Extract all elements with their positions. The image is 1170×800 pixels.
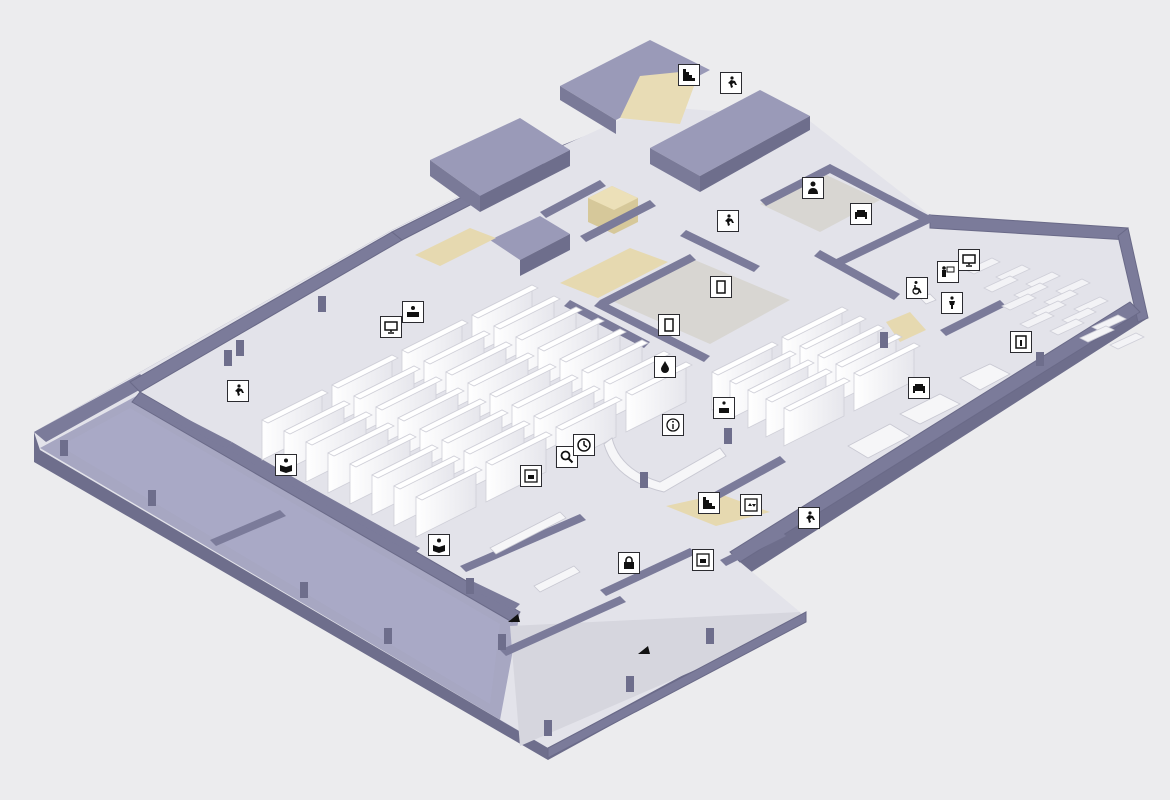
wheelchair-icon[interactable] [906,277,928,299]
service-desk-icon[interactable] [713,397,735,419]
computer-desks [965,257,1145,350]
lounge-furniture [489,293,1011,593]
sofa-icon[interactable] [850,203,872,225]
monitor-icon[interactable] [958,249,980,271]
bookshelves [261,284,921,538]
restroom-icon[interactable] [941,292,963,314]
emergency-exit-icon[interactable] [717,210,739,232]
info-icon[interactable] [1010,331,1032,353]
book-return-icon[interactable] [520,465,542,487]
presenter-icon[interactable] [937,261,959,283]
columns [60,296,1044,736]
water-drop-icon[interactable] [654,356,676,378]
entrance-arrow-icon[interactable] [638,646,650,654]
emergency-exit-icon[interactable] [798,507,820,529]
emergency-exit-icon[interactable] [227,380,249,402]
reception-counter [603,437,727,493]
room-blocks [430,40,810,276]
door-icon[interactable] [710,276,732,298]
search-icon[interactable] [556,446,578,468]
book-return-icon[interactable] [692,549,714,571]
interior-walls [164,164,1006,656]
info-circle-icon[interactable] [662,414,684,436]
elevator-icon[interactable] [740,494,762,516]
stairs-icon[interactable] [698,492,720,514]
reading-icon[interactable] [275,454,297,476]
staff-icon[interactable] [802,177,824,199]
emergency-exit-icon[interactable] [720,72,742,94]
stairs-icon[interactable] [678,64,700,86]
lock-icon[interactable] [618,552,640,574]
door-icon[interactable] [658,314,680,336]
clock-icon[interactable] [573,434,595,456]
monitor-icon[interactable] [380,316,402,338]
sofa-icon[interactable] [908,377,930,399]
reading-icon[interactable] [428,534,450,556]
desk-icon[interactable] [402,301,424,323]
entrance-arrow-icon[interactable] [508,614,520,622]
